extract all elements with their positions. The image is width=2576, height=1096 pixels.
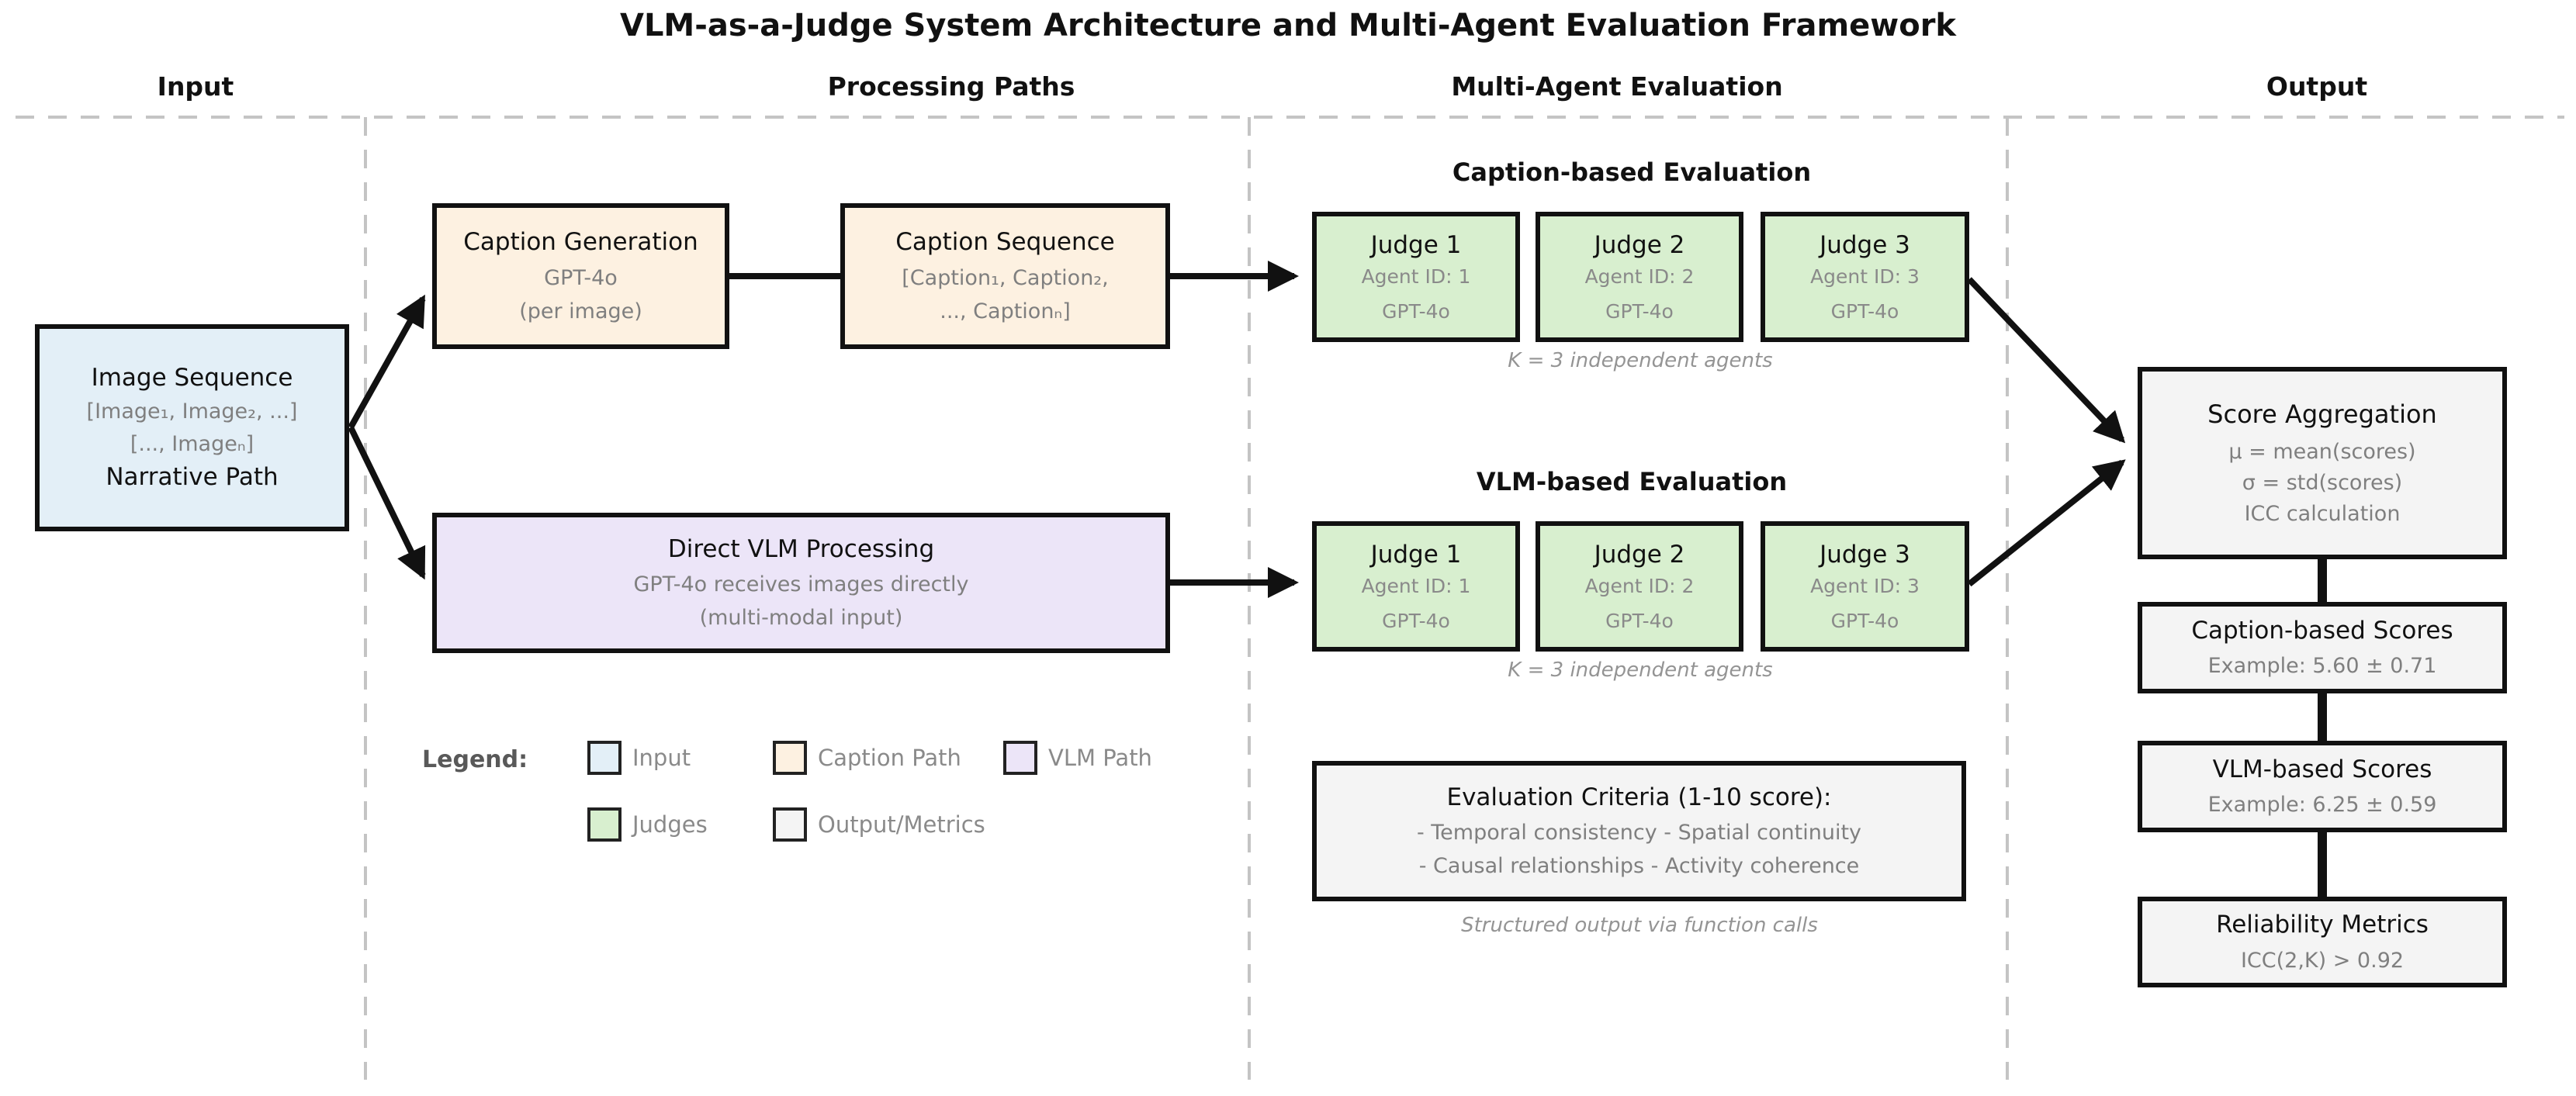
caption-generation-title: Caption Generation [463,228,698,257]
legend-swatch-vlm-path [1003,741,1037,775]
legend-swatch-input [587,741,621,775]
score-aggregation-line-1: μ = mean(scores) [2228,440,2416,465]
legend-item-output-metrics: Output/Metrics [773,807,985,842]
caption-eval-note: K = 3 independent agents [1508,349,1773,372]
vlm-scores-title: VLM-based Scores [2212,755,2432,783]
caption-generation-line-2: (per image) [519,299,642,323]
caption-based-scores-box: Caption-based Scores Example: 5.60 ± 0.7… [2138,602,2507,693]
judge-model: GPT-4o [1830,300,1899,323]
caption-sequence-title: Caption Sequence [895,228,1115,257]
judge-model: GPT-4o [1605,300,1674,323]
arrow-vlm-judges-to-aggregation [1967,459,2126,587]
caption-generation-line-1: GPT-4o [544,265,618,290]
column-header-output: Output [2266,71,2368,102]
caption-sequence-line-2: ..., Captionₙ] [940,299,1071,323]
judge-agent-id: Agent ID: 1 [1361,575,1471,597]
criteria-line-2: - Causal relationships - Activity cohere… [1418,854,1860,879]
legend-text-input: Input [632,745,691,771]
legend-text-judges: Judges [632,811,708,838]
reliability-title: Reliability Metrics [2216,911,2429,939]
page-title: VLM-as-a-Judge System Architecture and M… [619,8,1957,43]
image-sequence-line-1: [Image₁, Image₂, ...] [86,399,298,424]
image-sequence-line-2: [..., Imageₙ] [130,431,254,456]
legend-item-caption-path: Caption Path [773,741,961,775]
legend-swatch-caption-path [773,741,807,775]
evaluation-criteria-box: Evaluation Criteria (1-10 score): - Temp… [1312,761,1966,901]
legend-swatch-judges [587,807,621,842]
judge-model: GPT-4o [1382,610,1450,632]
image-sequence-title: Image Sequence [91,363,293,392]
caption-scores-example: Example: 5.60 ± 0.71 [2207,654,2437,679]
judge-title: Judge 1 [1370,541,1462,569]
judge-title: Judge 2 [1594,541,1685,569]
direct-vlm-line-2: (multi-modal input) [699,606,903,631]
legend-swatch-output-metrics [773,807,807,842]
score-aggregation-box: Score Aggregation μ = mean(scores) σ = s… [2138,367,2507,559]
column-header-evaluation: Multi-Agent Evaluation [1451,71,1783,102]
judge-model: GPT-4o [1605,610,1674,632]
reliability-metrics-box: Reliability Metrics ICC(2,K) > 0.92 [2138,897,2507,987]
narrative-path-label: Narrative Path [106,462,279,491]
score-aggregation-title: Score Aggregation [2207,399,2437,429]
judge-title: Judge 2 [1594,231,1685,259]
direct-vlm-line-1: GPT-4o receives images directly [633,572,969,597]
arrow-caption-judges-to-aggregation [1967,277,2126,444]
caption-judge-2-box: Judge 2 Agent ID: 2 GPT-4o [1536,212,1743,342]
score-aggregation-line-2: σ = std(scores) [2242,471,2403,496]
judge-agent-id: Agent ID: 2 [1584,575,1695,597]
vlm-judge-3-box: Judge 3 Agent ID: 3 GPT-4o [1761,521,1969,652]
reliability-value: ICC(2,K) > 0.92 [2240,948,2405,973]
criteria-title: Evaluation Criteria (1-10 score): [1446,783,1832,811]
arrow-input-to-direct-vlm [348,426,426,580]
vlm-judge-2-box: Judge 2 Agent ID: 2 GPT-4o [1536,521,1743,652]
judge-title: Judge 3 [1819,541,1910,569]
caption-judge-1-box: Judge 1 Agent ID: 1 GPT-4o [1312,212,1520,342]
legend-item-judges: Judges [587,807,708,842]
judge-agent-id: Agent ID: 3 [1810,265,1920,288]
direct-vlm-processing-box: Direct VLM Processing GPT-4o receives im… [432,513,1170,653]
legend-text-output-metrics: Output/Metrics [818,811,985,838]
legend-label: Legend: [422,746,528,773]
judge-title: Judge 3 [1819,231,1910,259]
judge-model: GPT-4o [1382,300,1450,323]
judge-title: Judge 1 [1370,231,1462,259]
arrow-input-to-caption-generation [348,294,426,429]
criteria-line-1: - Temporal consistency - Spatial continu… [1416,821,1862,845]
judge-agent-id: Agent ID: 1 [1361,265,1471,288]
legend-text-caption-path: Caption Path [818,745,961,771]
vlm-eval-header: VLM-based Evaluation [1476,467,1788,496]
judge-model: GPT-4o [1830,610,1899,632]
score-aggregation-line-3: ICC calculation [2244,502,2401,527]
judge-agent-id: Agent ID: 3 [1810,575,1920,597]
vlm-eval-note: K = 3 independent agents [1508,659,1773,682]
vlm-scores-example: Example: 6.25 ± 0.59 [2207,793,2437,818]
caption-eval-header: Caption-based Evaluation [1452,157,1812,187]
caption-judge-3-box: Judge 3 Agent ID: 3 GPT-4o [1761,212,1969,342]
caption-scores-title: Caption-based Scores [2191,616,2453,645]
image-sequence-box: Image Sequence [Image₁, Image₂, ...] [..… [35,324,349,531]
column-header-processing: Processing Paths [827,71,1075,102]
caption-sequence-line-1: [Caption₁, Caption₂, [902,265,1109,290]
caption-generation-box: Caption Generation GPT-4o (per image) [432,203,729,349]
legend-item-vlm-path: VLM Path [1003,741,1152,775]
vlm-based-scores-box: VLM-based Scores Example: 6.25 ± 0.59 [2138,741,2507,832]
caption-sequence-box: Caption Sequence [Caption₁, Caption₂, ..… [840,203,1170,349]
column-header-input: Input [157,71,234,102]
judge-agent-id: Agent ID: 2 [1584,265,1695,288]
criteria-note: Structured output via function calls [1461,914,1818,937]
vlm-judge-1-box: Judge 1 Agent ID: 1 GPT-4o [1312,521,1520,652]
legend-item-input: Input [587,741,691,775]
direct-vlm-title: Direct VLM Processing [667,534,935,563]
legend-text-vlm-path: VLM Path [1048,745,1152,771]
